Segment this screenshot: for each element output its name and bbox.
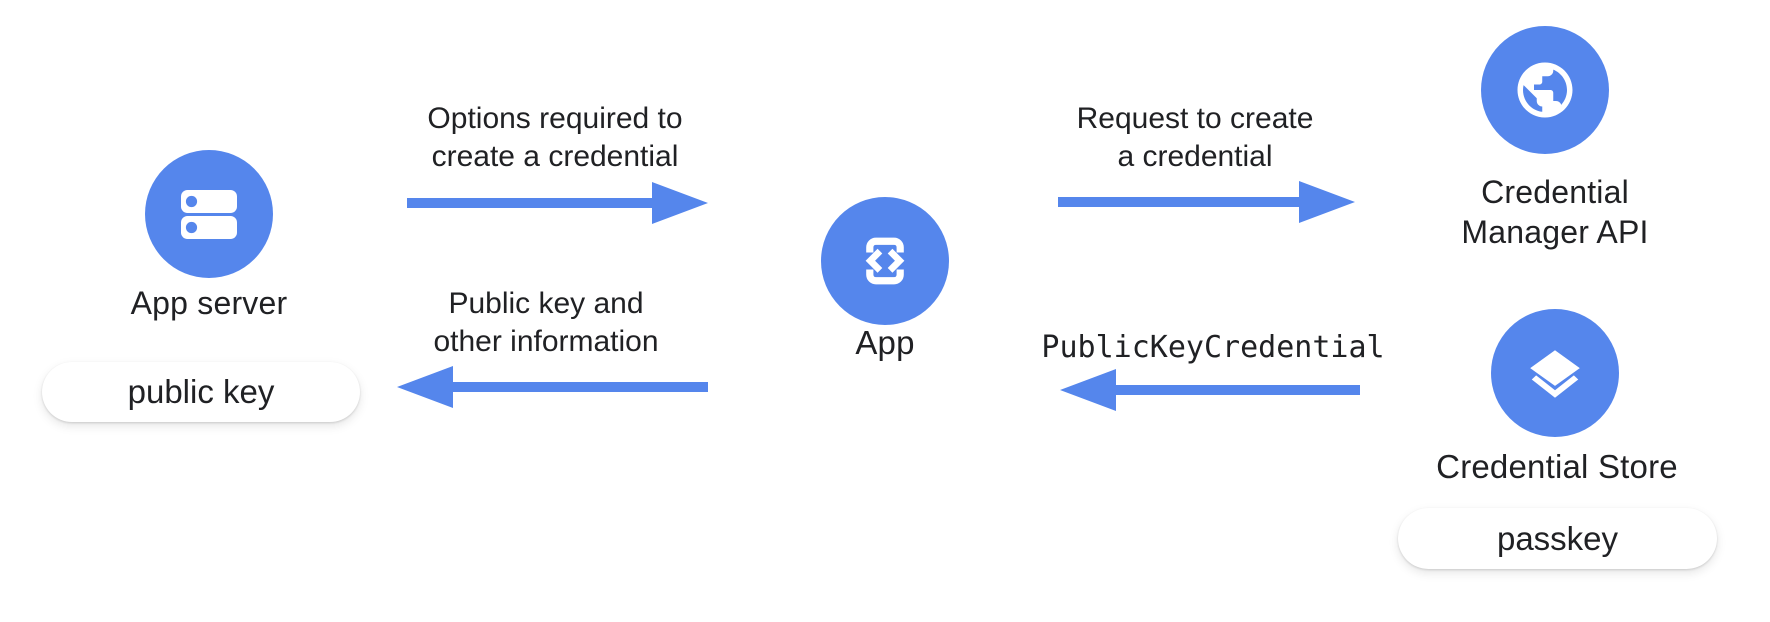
credential-store-circle	[1491, 309, 1619, 437]
arrow-shaft	[407, 198, 662, 208]
credential-store-label: Credential Store	[1436, 448, 1678, 485]
globe-icon	[1517, 62, 1573, 118]
label-line: Credential	[1481, 174, 1629, 210]
arrow-public-key-to-server	[397, 365, 708, 409]
arrow-head	[1299, 181, 1355, 223]
credential-manager-api-label: Credential Manager API	[1405, 172, 1705, 252]
label-line: create a credential	[431, 140, 679, 173]
app-server-label: App server	[130, 285, 288, 321]
arrow-head	[652, 182, 708, 224]
credential-manager-circle	[1481, 26, 1609, 154]
public-key-pill-label: public key	[127, 373, 275, 410]
label-options-required: Options required to create a credential	[385, 100, 725, 176]
passkey-pill-label: passkey	[1496, 519, 1619, 557]
label-publickeycredential: PublicKeyCredential	[1041, 330, 1385, 365]
app-circle	[821, 197, 949, 325]
server-icon	[181, 190, 237, 239]
arrow-publickeycredential-to-app	[1060, 368, 1360, 412]
label-line: Options required to	[427, 102, 683, 135]
developer-mode-icon	[865, 237, 905, 285]
label-public-key-info: Public key and other information	[376, 285, 716, 361]
label-line: Manager API	[1461, 214, 1649, 250]
label-line: Public key and	[448, 287, 644, 320]
passkey-pill: passkey	[1398, 508, 1717, 569]
app-server-circle	[145, 150, 273, 278]
app-label: App	[855, 324, 915, 361]
arrow-request-to-credential-manager	[1058, 180, 1355, 224]
label-line: a credential	[1117, 140, 1273, 173]
arrow-shaft	[1058, 197, 1309, 207]
label-line: Request to create	[1076, 102, 1314, 135]
layers-icon	[1530, 350, 1580, 398]
arrow-options-to-app	[407, 181, 708, 225]
public-key-pill: public key	[42, 362, 360, 422]
arrow-shaft	[1106, 385, 1360, 395]
label-line: other information	[433, 325, 659, 358]
label-request-create: Request to create a credential	[1025, 100, 1365, 176]
arrow-shaft	[443, 382, 708, 392]
